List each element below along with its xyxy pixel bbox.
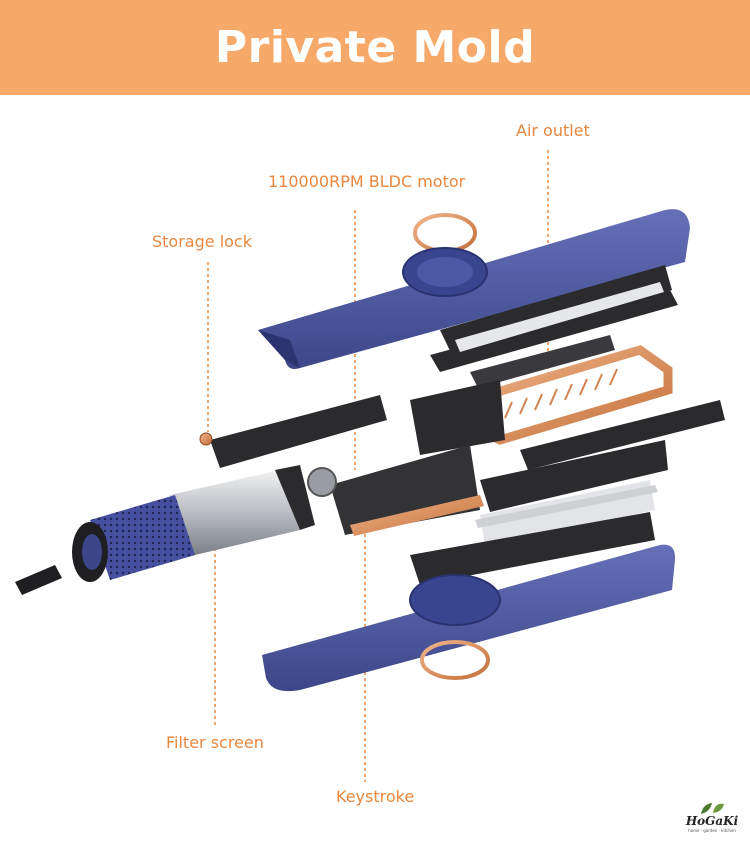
callout-storage-lock: Storage lock bbox=[152, 232, 252, 251]
top-copper-ring bbox=[413, 213, 477, 253]
callout-filter-screen: Filter screen bbox=[166, 733, 264, 752]
leader-lines bbox=[207, 150, 549, 782]
header-banner: Private Mold bbox=[0, 0, 750, 95]
keystroke-board bbox=[350, 495, 484, 536]
callout-air-outlet: Air outlet bbox=[516, 121, 590, 140]
brand-name: HoGaKi bbox=[685, 814, 739, 828]
filter-cap bbox=[72, 495, 195, 582]
brand-logo: HoGaKi home · garden · kitchen bbox=[680, 800, 744, 850]
page-title: Private Mold bbox=[214, 22, 536, 73]
callout-keystroke: Keystroke bbox=[336, 787, 415, 806]
callout-motor: 110000RPM BLDC motor bbox=[268, 172, 466, 191]
storage-lock-part bbox=[199, 432, 213, 446]
lower-inner-frame bbox=[410, 512, 655, 585]
power-cord bbox=[15, 565, 62, 595]
bottom-housing bbox=[262, 544, 676, 692]
filter-tube bbox=[170, 465, 315, 555]
top-housing bbox=[258, 209, 690, 369]
motor-impeller bbox=[307, 467, 337, 497]
brand-tagline: home · garden · kitchen bbox=[688, 828, 736, 833]
upper-filter-strip bbox=[455, 282, 664, 352]
bottom-copper-ring bbox=[420, 640, 490, 680]
leaf-icon bbox=[701, 803, 724, 814]
